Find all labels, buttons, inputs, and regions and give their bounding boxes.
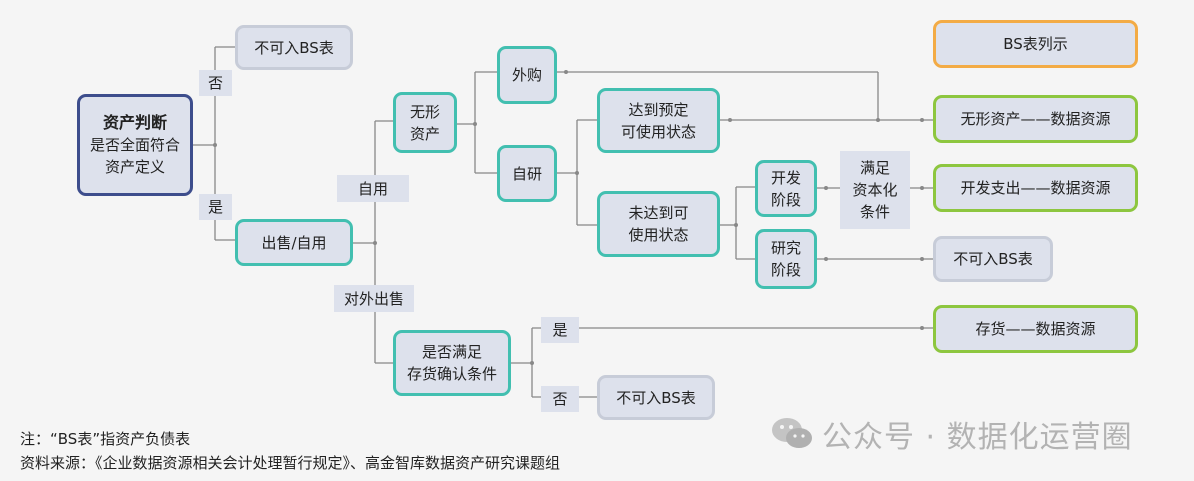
node-not-reached-usable-state: 未达到可 使用状态 <box>597 191 720 257</box>
outcome-header: BS表列示 <box>933 20 1138 68</box>
root-asset-judgment: 资产判断 是否全面符合 资产定义 <box>77 94 193 196</box>
edge-self-use: 自用 <box>337 175 409 202</box>
wechat-icon <box>772 418 812 448</box>
not-reached-line1: 未达到可 <box>628 204 689 222</box>
edge-external-sale: 对外出售 <box>334 285 414 312</box>
research-line1: 研究 <box>770 239 801 257</box>
outcome-not-bs: 不可入BS表 <box>933 236 1053 282</box>
node-sale-self-use: 出售/自用 <box>235 219 353 266</box>
edge-yes-inventory: 是 <box>541 317 579 343</box>
research-line2: 阶段 <box>770 261 801 279</box>
edge-no-inventory: 否 <box>541 386 579 412</box>
watermark-text: 公众号 · 数据化运营圈 <box>822 420 1133 455</box>
dev-line2: 阶段 <box>770 190 801 209</box>
node-research-stage: 研究 阶段 <box>755 229 817 289</box>
intangible-line2: 资产 <box>409 124 440 143</box>
node-not-bs-top: 不可入BS表 <box>235 25 353 70</box>
edge-yes-root: 是 <box>199 194 232 220</box>
root-title: 资产判断 <box>102 113 167 132</box>
intangible-line1: 无形 <box>409 102 440 121</box>
reached-line1: 达到预定 <box>628 100 689 119</box>
root-line2: 资产定义 <box>104 158 165 176</box>
watermark: 公众号 · 数据化运营圈 <box>770 412 1133 456</box>
outcome-inventory-data-resource: 存货——数据资源 <box>933 305 1138 353</box>
dev-line1: 开发 <box>770 168 801 187</box>
outcome-dev-expense-data-resource: 开发支出——数据资源 <box>933 164 1138 212</box>
outcome-intangible-data-resource: 无形资产——数据资源 <box>933 95 1138 143</box>
node-intangible-asset: 无形 资产 <box>393 92 457 153</box>
node-reached-usable-state: 达到预定 可使用状态 <box>597 88 720 153</box>
node-inventory-condition: 是否满足 存货确认条件 <box>393 330 511 396</box>
node-not-bs-bottom: 不可入BS表 <box>597 375 715 420</box>
cap-line3: 条件 <box>859 203 890 221</box>
edge-satisfy-capitalization: 满足 资本化 条件 <box>840 151 910 229</box>
not-reached-line2: 使用状态 <box>628 226 689 244</box>
node-self-developed: 自研 <box>497 145 557 202</box>
node-outsourced: 外购 <box>497 46 557 104</box>
root-line1: 是否全面符合 <box>89 136 180 154</box>
inventory-cond-line2: 存货确认条件 <box>406 365 497 383</box>
inventory-cond-line1: 是否满足 <box>421 343 482 361</box>
edge-no-root: 否 <box>199 70 232 96</box>
reached-line2: 可使用状态 <box>620 122 696 141</box>
cap-line2: 资本化 <box>852 181 898 199</box>
footnote-note: 注：“BS表”指资产负债表 <box>20 430 191 448</box>
node-development-stage: 开发 阶段 <box>755 160 817 217</box>
footnote-source: 资料来源：《企业数据资源相关会计处理暂行规定》、高金智库数据资产研究课题组 <box>20 454 561 472</box>
cap-line1: 满足 <box>859 159 890 177</box>
